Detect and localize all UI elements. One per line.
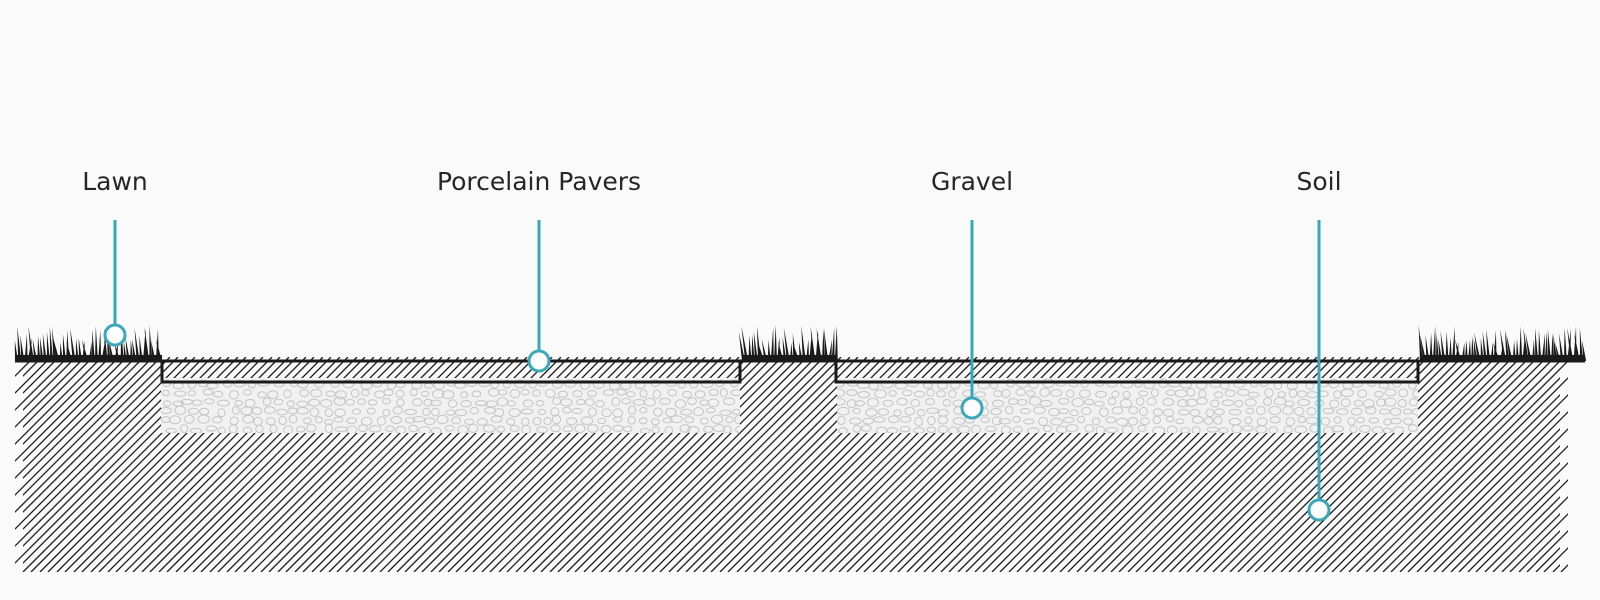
callout-soil: Soil (1296, 167, 1342, 522)
callout-gravel: Gravel (931, 167, 1013, 420)
gravel-marker (960, 396, 984, 420)
lawn-label: Lawn (82, 167, 148, 196)
soil-marker (1307, 498, 1331, 522)
soil-label: Soil (1296, 167, 1341, 196)
callout-pavers: Porcelain Pavers (437, 167, 641, 373)
gravel-bed-left (161, 378, 740, 433)
gravel-label: Gravel (931, 167, 1013, 196)
callout-lawn: Lawn (82, 167, 148, 347)
lawn-marker (103, 323, 127, 347)
lawn-patch-right (1418, 325, 1587, 361)
gravel-bed-right (837, 378, 1418, 433)
lawn-patch-middle (738, 325, 838, 361)
pavers-label: Porcelain Pavers (437, 167, 641, 196)
lawn-patch-left (14, 325, 162, 361)
pavers-marker (527, 349, 551, 373)
